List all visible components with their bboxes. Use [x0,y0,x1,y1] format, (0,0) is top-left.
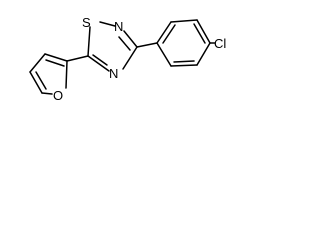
bond-c3-n4 [122,46,138,70]
bond-ph-double-3 [173,60,195,63]
bond-fu5 [65,60,68,89]
bond-n4-c5-double [92,54,108,66]
bond-s-n2 [99,21,116,27]
bond-fu2 [29,53,46,73]
molecule-diagram: S N N Cl O [29,15,226,103]
bond-ph2 [170,19,198,23]
bond-ph3 [196,19,211,44]
bond-c5-s [87,26,91,57]
atom-sulfur: S [82,15,91,30]
bond-n2-c3 [123,30,138,48]
bond-ph5 [170,64,198,67]
bond-ph6 [156,42,172,67]
bond-fu1 [44,53,68,62]
phenyl-ring [156,19,211,67]
bond-c3-phenyl [136,42,158,48]
bond-ph-double-1 [162,24,176,44]
bond-ph4 [196,42,211,66]
bond-n2-c3-double [118,36,131,51]
atom-chlorine: Cl [214,36,226,51]
bond-n4-c5 [87,55,110,72]
bond-fu3 [29,71,43,94]
bond-ph1 [156,21,172,44]
thiadiazole-ring [87,21,138,72]
bond-fu1-double [45,59,65,67]
atom-nitrogen-bottom: N [109,66,118,81]
bond-fu3-double [35,71,47,90]
bond-c5-furan [66,55,89,62]
furan-ring [29,53,68,95]
atom-nitrogen-top: N [114,19,123,34]
bond-ph-double-2 [193,23,206,44]
atom-oxygen: O [53,88,63,103]
bond-fu4 [41,92,53,95]
